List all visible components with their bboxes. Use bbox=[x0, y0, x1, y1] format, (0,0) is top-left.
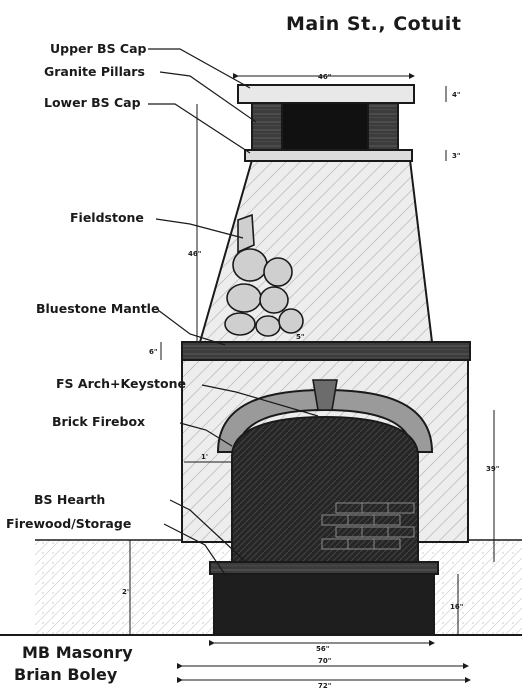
dim-lower-cap-height: 3" bbox=[452, 152, 461, 160]
leader-lines bbox=[148, 48, 319, 577]
dim-firebox-side: 1' bbox=[201, 453, 208, 461]
dim-width-72: 72" bbox=[318, 682, 331, 690]
flue-opening bbox=[281, 102, 369, 151]
label-fieldstone: Fieldstone bbox=[70, 210, 144, 225]
dimension-lines bbox=[129, 73, 495, 683]
leader-firebox bbox=[179, 422, 233, 447]
label-firebox: Brick Firebox bbox=[52, 414, 145, 429]
dim-mantle-depth: 5" bbox=[296, 333, 305, 341]
granite-pillar-right bbox=[367, 102, 399, 151]
leader-granite-pillars bbox=[159, 71, 257, 123]
leader-mantle bbox=[157, 309, 226, 346]
credit-name: Brian Boley bbox=[14, 665, 118, 684]
dim-hearth-width: 56" bbox=[316, 645, 329, 653]
lower-bs-cap bbox=[244, 149, 413, 162]
keystone bbox=[312, 379, 338, 411]
dim-upper-cap-height: 4" bbox=[452, 91, 461, 99]
dim-hearth-height: 16" bbox=[450, 603, 463, 611]
leader-upper-cap bbox=[148, 48, 251, 89]
dim-width-70: 70" bbox=[318, 657, 331, 665]
leader-storage bbox=[163, 523, 227, 577]
label-granite-pillars: Granite Pillars bbox=[44, 64, 145, 79]
credit-company: MB Masonry bbox=[22, 643, 133, 662]
firewood-storage bbox=[213, 573, 435, 635]
dim-storage-height: 2' bbox=[122, 588, 129, 596]
upper-bs-cap bbox=[237, 84, 415, 104]
leader-arch bbox=[201, 384, 319, 417]
granite-pillar-left bbox=[251, 102, 283, 151]
firebox-brick-detail bbox=[321, 502, 415, 550]
leader-hearth bbox=[169, 499, 247, 563]
dim-mantle-height: 6" bbox=[149, 348, 158, 356]
bluestone-mantle bbox=[181, 341, 471, 361]
label-hearth: BS Hearth bbox=[34, 492, 105, 507]
dim-chimney-height: 46" bbox=[188, 250, 201, 258]
drawing-title: Main St., Cotuit bbox=[286, 13, 461, 35]
bs-hearth bbox=[209, 561, 439, 575]
dim-cap-width: 46" bbox=[318, 73, 331, 81]
dim-firebox-height: 39" bbox=[486, 465, 499, 473]
leader-fieldstone bbox=[155, 218, 244, 239]
label-arch: FS Arch+Keystone bbox=[56, 376, 186, 391]
fs-arch bbox=[216, 388, 434, 453]
label-lower-cap: Lower BS Cap bbox=[44, 95, 141, 110]
label-upper-cap: Upper BS Cap bbox=[50, 41, 147, 56]
fieldstone-cluster bbox=[224, 213, 304, 337]
label-storage: Firewood/Storage bbox=[6, 516, 131, 531]
label-mantle: Bluestone Mantle bbox=[36, 301, 159, 316]
brick-firebox bbox=[231, 415, 419, 563]
leader-lower-cap bbox=[148, 103, 251, 154]
